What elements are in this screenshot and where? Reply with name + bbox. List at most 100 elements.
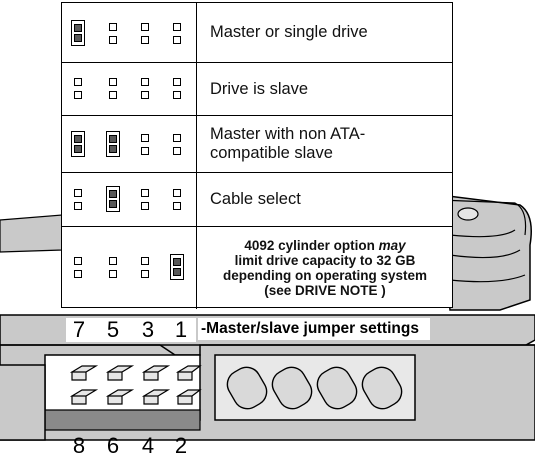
jumper-pin-3d — [141, 389, 171, 405]
jumper-block — [170, 254, 184, 280]
jumper-block — [106, 131, 120, 157]
pin — [173, 23, 181, 31]
pin — [173, 147, 181, 155]
description-line: (see DRIVE NOTE ) — [264, 283, 386, 298]
description-text: 4092 cylinder option — [244, 238, 379, 253]
pin — [173, 36, 181, 44]
drive-housing-top — [439, 199, 527, 236]
pin — [74, 257, 82, 265]
jumper-block — [71, 131, 85, 157]
caption: -Master/slave jumper settings — [198, 318, 430, 340]
pin — [141, 270, 149, 278]
pin-number: 4 — [141, 433, 155, 458]
drive-housing — [439, 194, 532, 311]
pin — [109, 91, 117, 99]
pin-number: 5 — [106, 317, 120, 342]
jumper-pin-filled — [74, 135, 82, 143]
jumper-pin-3d — [175, 365, 202, 381]
settings-row-slave: Drive is slave — [62, 63, 452, 116]
pin — [74, 270, 82, 278]
jumper-pin-3d — [141, 365, 171, 381]
jumper-pin-filled — [173, 258, 181, 266]
pin — [74, 202, 82, 210]
power-pins — [226, 366, 403, 410]
jumper-settings-table: Master or single drive Drive is slave — [61, 2, 453, 309]
jumper-pin-filled — [109, 135, 117, 143]
pin — [173, 134, 181, 142]
pin — [173, 189, 181, 197]
pin — [74, 91, 82, 99]
pin — [74, 189, 82, 197]
jumper-pin-filled — [109, 190, 117, 198]
pin — [109, 23, 117, 31]
pin-number: 8 — [72, 433, 86, 458]
pin — [141, 134, 149, 142]
jumper-pin-filled — [173, 268, 181, 276]
pin-number: 3 — [141, 317, 155, 342]
pin-number: 1 — [174, 317, 188, 342]
settings-row-master-nonata: Master with non ATA-compatible slave — [62, 116, 452, 173]
pin-number: 7 — [72, 317, 86, 342]
pin — [109, 78, 117, 86]
pin-numbers-top: 7 5 3 1 — [66, 318, 196, 342]
pin-numbers-bottom: 8 6 4 2 — [66, 433, 196, 459]
setting-description-lines: 4092 cylinder option may limit drive cap… — [223, 238, 427, 298]
jumper-pin-3d — [69, 389, 99, 405]
jumper-pin-filled — [109, 200, 117, 208]
pin — [109, 270, 117, 278]
jumper-pins-3d — [69, 365, 202, 405]
settings-row-cable-select: Cable select — [62, 173, 452, 227]
jumper-block — [71, 20, 85, 46]
pin — [141, 147, 149, 155]
power-pin — [226, 366, 268, 410]
jumper-pin-3d — [69, 365, 99, 381]
description-line: 4092 cylinder option may — [223, 238, 427, 253]
pin — [173, 78, 181, 86]
jumper-diagram — [62, 173, 197, 226]
jumper-pin-3d — [175, 389, 202, 405]
jumper-diagram — [62, 227, 197, 309]
jumper-diagram — [62, 3, 197, 62]
pin — [141, 23, 149, 31]
pin — [141, 189, 149, 197]
pin — [141, 91, 149, 99]
pin — [173, 202, 181, 210]
jumper-block — [106, 186, 120, 212]
setting-description: Master with non ATA-compatible slave — [210, 125, 366, 162]
description-emphasis: may — [378, 238, 406, 253]
jumper-pin-filled — [74, 34, 82, 42]
pin-number: 6 — [106, 433, 120, 458]
description-line: depending on operating system — [222, 268, 428, 283]
description-line: limit drive capacity to 32 GB — [234, 253, 416, 268]
settings-row-4092-cylinder: 4092 cylinder option may limit drive cap… — [62, 227, 452, 309]
drive-board-edge — [0, 214, 63, 253]
pin — [109, 257, 117, 265]
pin — [141, 36, 149, 44]
pin — [141, 78, 149, 86]
drive-screw — [457, 207, 479, 221]
pin — [173, 91, 181, 99]
setting-description: Master or single drive — [210, 23, 368, 41]
pin-number: 2 — [174, 433, 188, 458]
jumper-pin-3d — [105, 389, 135, 405]
power-pin — [271, 366, 313, 410]
jumper-diagram — [62, 116, 197, 172]
setting-description: 4092 cylinder option may limit drive cap… — [198, 227, 452, 309]
jumper-diagram — [62, 63, 197, 115]
pin — [74, 78, 82, 86]
pin — [141, 257, 149, 265]
power-pin — [316, 366, 358, 410]
connector-left-notch — [0, 364, 46, 441]
setting-description: Drive is slave — [210, 79, 309, 98]
jumper-pin-filled — [74, 145, 82, 153]
power-pin — [361, 366, 403, 410]
jumper-pin-3d — [105, 365, 135, 381]
pin — [141, 202, 149, 210]
jumper-recess-floor — [44, 409, 201, 431]
jumper-pin-filled — [74, 24, 82, 32]
drive-housing-curve — [449, 229, 526, 283]
setting-description: Cable select — [210, 190, 301, 208]
settings-row-master-single: Master or single drive — [62, 3, 452, 63]
pin — [109, 36, 117, 44]
jumper-pin-filled — [109, 145, 117, 153]
